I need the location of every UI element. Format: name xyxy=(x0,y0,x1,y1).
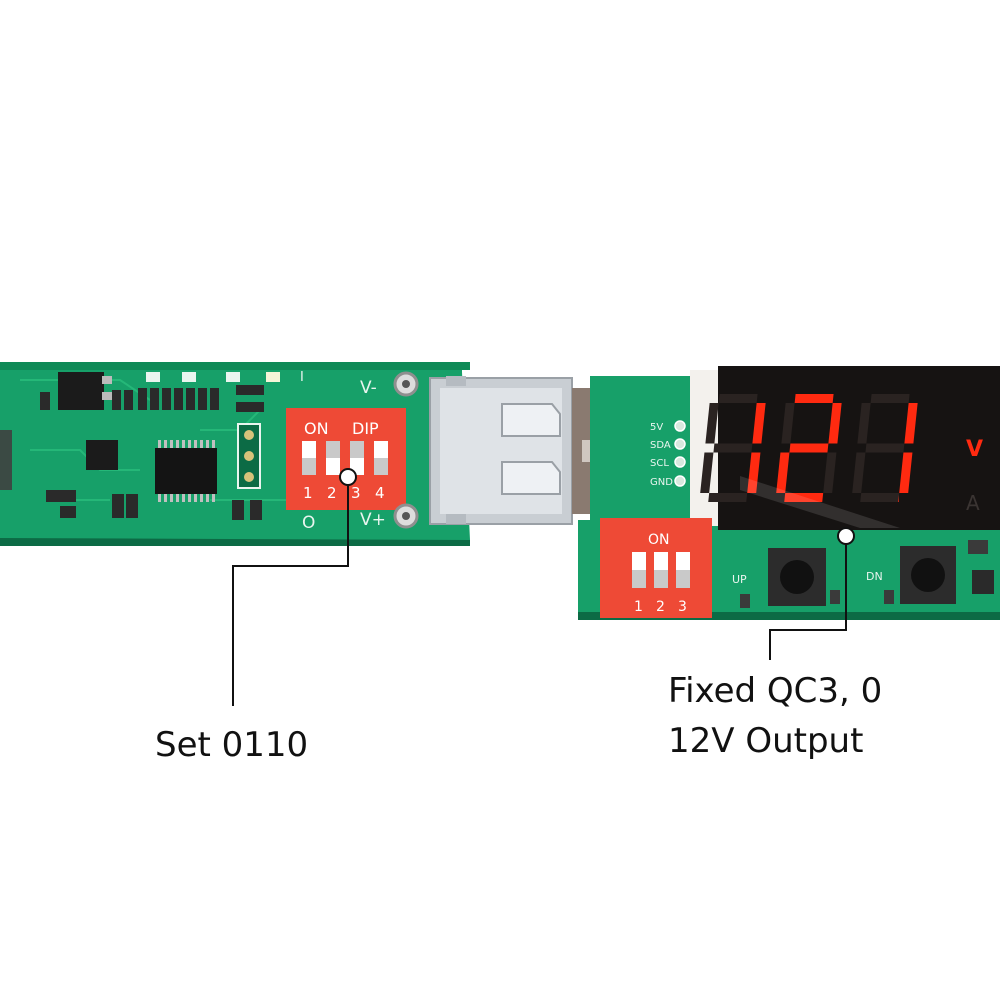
smd-resistors xyxy=(40,385,264,520)
segment-c xyxy=(899,452,913,493)
segment-d xyxy=(860,493,900,502)
right-callout-line xyxy=(769,536,847,660)
left-callout-text: Set 0110 xyxy=(155,725,309,765)
unit-a-indicator: A xyxy=(966,491,980,515)
dip-number-1: 1 xyxy=(303,484,313,502)
right-dip-on-label: ON xyxy=(648,532,670,548)
right-callout-line1: Fixed QC3, 0 xyxy=(668,671,883,711)
dip-number-4: 4 xyxy=(375,484,385,502)
right-dip-number-3: 3 xyxy=(678,599,687,615)
unit-v-indicator: V xyxy=(966,437,983,462)
dip-levers xyxy=(302,441,388,475)
left-dip-switch[interactable]: ON DIP 1 2 3 4 xyxy=(286,408,406,510)
segment-a xyxy=(870,394,910,403)
segment-f xyxy=(857,403,871,444)
pin-label-gnd: GND xyxy=(650,477,673,488)
left-callout-line xyxy=(232,477,349,706)
right-dip-levers xyxy=(632,570,690,588)
down-button[interactable] xyxy=(900,546,956,604)
up-button[interactable] xyxy=(768,548,826,606)
pin-v-plus-label: V+ xyxy=(360,510,386,530)
segment-g xyxy=(789,443,829,453)
pin-v-minus-label: V- xyxy=(360,378,377,398)
seven-segment-display: V A xyxy=(700,366,1000,530)
segment-f xyxy=(781,403,795,444)
right-pcb-board: 5V SDA SCL GND V A xyxy=(578,366,1000,620)
segment-e xyxy=(776,452,790,493)
segment-e xyxy=(852,452,866,493)
main-ic-chip xyxy=(155,440,217,502)
edge-connector xyxy=(0,430,12,490)
right-callout-line2: 12V Output xyxy=(668,721,864,761)
dip-number-3: 3 xyxy=(351,484,361,502)
up-label: UP xyxy=(732,573,747,586)
small-ic xyxy=(86,440,118,470)
segment-e xyxy=(700,452,714,493)
left-callout-dot xyxy=(339,468,357,486)
segment-g xyxy=(865,443,905,453)
dip-number-2: 2 xyxy=(327,484,337,502)
segment-c xyxy=(823,452,837,493)
led xyxy=(182,372,196,382)
right-callout-dot xyxy=(837,527,855,545)
digit-1 xyxy=(776,394,842,502)
led xyxy=(266,372,280,382)
dip-on-label: ON xyxy=(304,419,329,438)
display-digits xyxy=(700,394,918,502)
right-dip-switch[interactable]: ON 1 2 3 xyxy=(600,518,712,618)
right-dip-number-2: 2 xyxy=(656,599,665,615)
pin-label-scl: SCL xyxy=(650,458,669,469)
digit-2 xyxy=(852,394,918,502)
header-pins xyxy=(237,423,261,489)
regulator-chip xyxy=(58,372,104,410)
digit-0 xyxy=(700,394,766,502)
pin-label-sda: SDA xyxy=(650,440,671,451)
segment-d xyxy=(708,493,748,502)
segment-a xyxy=(794,394,834,403)
segment-g xyxy=(713,443,753,453)
o-label: O xyxy=(302,513,315,533)
dn-label: DN xyxy=(866,570,883,583)
led xyxy=(146,372,160,382)
segment-d xyxy=(784,493,824,502)
i2c-pin-pads xyxy=(674,420,686,487)
dip-dip-label: DIP xyxy=(352,419,379,438)
i-label: I xyxy=(300,370,304,385)
pin-label-5v: 5V xyxy=(650,422,663,433)
segment-b xyxy=(828,403,842,444)
led xyxy=(226,372,240,382)
usb-connector xyxy=(429,376,634,525)
segment-b xyxy=(904,403,918,444)
segment-a xyxy=(718,394,758,403)
right-dip-number-1: 1 xyxy=(634,599,643,615)
segment-c xyxy=(747,452,761,493)
segment-f xyxy=(705,403,719,444)
left-pcb-board: ON DIP 1 2 3 4 V- V+ O I xyxy=(0,362,470,546)
segment-b xyxy=(752,403,766,444)
